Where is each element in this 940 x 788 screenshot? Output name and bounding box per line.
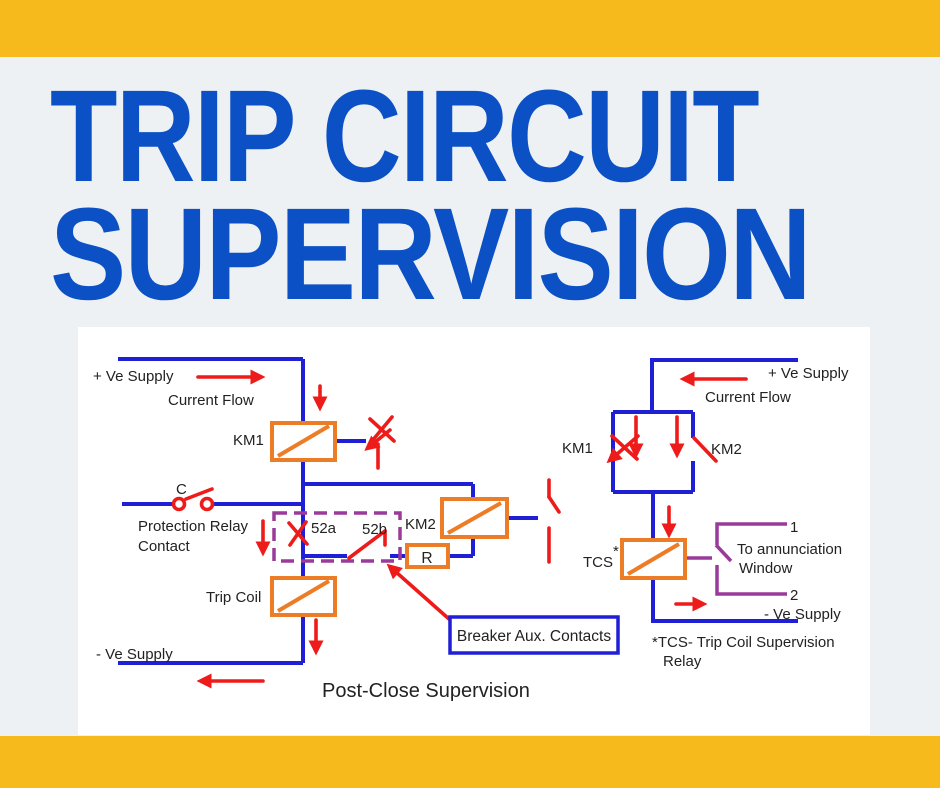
label-tcs-asterisk: * <box>613 543 619 560</box>
protection-relay-contact-symbol <box>171 487 215 512</box>
contact-blade2 <box>547 495 561 514</box>
label-trip-coil: Trip Coil <box>206 589 261 606</box>
red-annotations <box>171 369 748 689</box>
label-pos-supply-right: + Ve Supply <box>768 365 849 382</box>
terminal-2-wire <box>715 565 787 596</box>
label-neg-supply-right: - Ve Supply <box>764 606 841 623</box>
branch-km1-arrow <box>606 434 640 464</box>
contact-52b-blade <box>347 529 387 560</box>
caption-post-close-supervision: Post-Close Supervision <box>322 680 530 702</box>
km2-aux-contact-open <box>547 478 561 564</box>
label-neg-supply-left: - Ve Supply <box>96 646 173 663</box>
label-annunciation-1: To annunciation <box>737 541 842 558</box>
contact-52a-x <box>287 520 309 547</box>
label-tcs: TCS <box>583 554 613 571</box>
terminal-1-wire <box>715 522 787 545</box>
label-tcs-footnote-1: *TCS- Trip Coil Supervision <box>652 634 835 651</box>
label-current-flow-right: Current Flow <box>705 389 791 406</box>
wire-bottom-rail-right <box>651 578 798 623</box>
wire-top-rail-right <box>650 358 798 412</box>
supervision-purple-parts <box>272 511 787 596</box>
trip-circuit-diagram: + Ve Supply Current Flow KM1 C Protectio… <box>93 357 849 702</box>
relay-coils <box>270 421 687 617</box>
trip-coil-diagonal <box>276 579 331 613</box>
bottom-yellow-banner <box>0 736 940 788</box>
label-protection-relay-2: Contact <box>138 538 191 555</box>
label-current-flow-left: Current Flow <box>168 392 254 409</box>
top-yellow-banner <box>0 0 940 57</box>
resistor-box <box>405 543 450 569</box>
page-title: TRIP CIRCUIT SUPERVISION <box>50 62 812 312</box>
breaker-aux-pointer-arrow <box>386 563 451 621</box>
label-km1-left: KM1 <box>233 432 264 449</box>
label-annunciation-2: Window <box>739 560 793 577</box>
km1-coil-diagonal <box>276 424 331 458</box>
label-terminal-1: 1 <box>790 519 798 536</box>
km2-coil-diagonal <box>447 501 502 535</box>
label-protection-relay-1: Protection Relay <box>138 518 249 535</box>
label-52b: 52b <box>362 521 387 538</box>
label-km2-right: KM2 <box>711 441 742 458</box>
contact-terminal-left <box>171 496 187 512</box>
label-km2-left: KM2 <box>405 516 436 533</box>
breaker-aux-callout-box <box>448 615 620 655</box>
km1-branch-contact-symbol <box>606 434 640 464</box>
label-terminal-2: 2 <box>790 587 798 604</box>
km2-branch-blade <box>692 436 718 463</box>
km1-contact-arrow <box>364 428 392 451</box>
tcs-coil-diagonal <box>626 542 681 576</box>
title-line-1: TRIP CIRCUIT <box>50 62 759 209</box>
label-resistor: R <box>421 550 432 567</box>
label-km1-right: KM1 <box>562 440 593 457</box>
title-line-2: SUPERVISION <box>50 180 810 312</box>
diagram-panel: + Ve Supply Current Flow KM1 C Protectio… <box>78 327 870 735</box>
label-breaker-aux: Breaker Aux. Contacts <box>457 628 611 645</box>
label-contact-c: C <box>176 481 187 498</box>
label-52a: 52a <box>311 520 337 537</box>
km1-contact-opening-symbol <box>364 415 396 470</box>
label-pos-supply-left: + Ve Supply <box>93 368 174 385</box>
label-tcs-footnote-2: Relay <box>663 653 702 670</box>
breaker-aux-dashed-box <box>272 511 402 563</box>
contact-blade <box>184 487 214 501</box>
contact-terminal-right <box>199 496 215 512</box>
blade-52b <box>347 529 387 560</box>
changeover-blade <box>714 543 733 563</box>
left-circuit-wires <box>118 357 538 665</box>
x-stroke-2 <box>288 520 308 547</box>
